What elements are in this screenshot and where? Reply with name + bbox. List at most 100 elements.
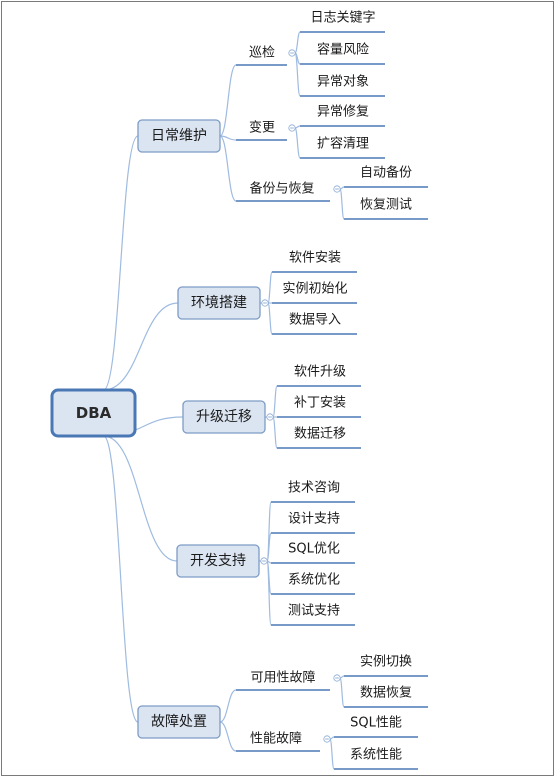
leaf-node[interactable]: 软件安装 [289, 251, 341, 266]
connector-line [339, 186, 345, 190]
leaf-label: 日志关键字 [310, 11, 375, 26]
connector-line [294, 31, 301, 54]
sub-branch-node[interactable]: 变更 [249, 120, 275, 136]
leaf-label: 数据恢复 [360, 686, 412, 701]
leaf-node[interactable]: 异常对象 [317, 75, 369, 90]
sub-branch-label: 备份与恢复 [249, 181, 314, 197]
leaf-label: 技术咨询 [288, 481, 340, 496]
root-node[interactable]: DBA [50, 388, 137, 438]
collapse-toggle[interactable] [333, 674, 341, 682]
leaf-node[interactable]: 补丁安装 [294, 396, 346, 411]
connector-line [267, 271, 273, 304]
collapse-toggle[interactable] [260, 557, 268, 565]
connector-line [294, 125, 301, 129]
sub-branch-node[interactable]: 可用性故障 [250, 671, 315, 686]
sub-branch-label: 性能故障 [250, 732, 302, 747]
branch-node[interactable]: 环境搭建 [177, 286, 261, 320]
connector-line [219, 721, 237, 752]
leaf-label: 软件升级 [294, 365, 346, 380]
branch-label: 开发支持 [190, 553, 246, 569]
branch-label: 日常维护 [151, 128, 207, 144]
sub-branch-label: 变更 [249, 120, 275, 136]
connector-line [103, 435, 178, 562]
leaf-node[interactable]: 自动备份 [360, 165, 412, 181]
leaf-label: 系统性能 [350, 748, 402, 763]
sub-branch-node[interactable]: 巡检 [249, 46, 275, 61]
leaf-node[interactable]: 软件升级 [294, 365, 346, 380]
connector-line [266, 560, 272, 626]
collapse-toggle[interactable] [323, 735, 331, 743]
leaf-node[interactable]: 数据迁移 [294, 427, 346, 442]
branch-node[interactable]: 开发支持 [176, 544, 260, 578]
leaf-label: 实例切换 [360, 655, 412, 670]
connector-line [219, 64, 237, 137]
connector-line [339, 677, 345, 708]
leaf-node[interactable]: 实例初始化 [282, 282, 347, 297]
collapse-toggle[interactable] [266, 413, 274, 421]
leaf-label: 测试支持 [288, 604, 340, 619]
leaf-node[interactable]: 数据导入 [289, 313, 341, 328]
sub-branch-node[interactable]: 性能故障 [250, 732, 302, 747]
leaf-node[interactable]: SQL性能 [350, 716, 402, 731]
leaf-label: 异常对象 [317, 75, 369, 90]
leaf-node[interactable]: 扩容清理 [317, 136, 369, 152]
branch-label: 环境搭建 [191, 295, 247, 311]
branch-node[interactable]: 故障处置 [137, 705, 221, 739]
collapse-toggle[interactable] [261, 299, 269, 307]
leaf-label: SQL优化 [288, 542, 340, 557]
sub-branch-label: 巡检 [249, 46, 275, 61]
branch-label: 故障处置 [151, 714, 207, 730]
leaf-label: 设计支持 [288, 512, 340, 527]
leaf-node[interactable]: 系统性能 [350, 748, 402, 763]
leaf-label: 实例初始化 [282, 282, 347, 297]
root-label: DBA [76, 404, 112, 422]
leaf-label: 系统优化 [288, 573, 340, 588]
connector-line [339, 675, 345, 679]
leaf-label: 软件安装 [289, 251, 341, 266]
leaf-node[interactable]: 测试支持 [288, 604, 340, 619]
collapse-toggle[interactable] [333, 185, 341, 193]
connector-line [294, 127, 301, 159]
connector-line [267, 302, 273, 335]
leaf-node[interactable]: 容量风险 [317, 42, 369, 58]
leaf-label: 数据导入 [289, 313, 341, 328]
leaf-label: 恢复测试 [360, 198, 412, 213]
branch-node[interactable]: 日常维护 [137, 119, 221, 153]
connector-line [339, 188, 345, 220]
connector-line [103, 302, 179, 391]
leaf-label: 自动备份 [360, 165, 412, 181]
leaf-node[interactable]: 技术咨询 [288, 481, 340, 496]
leaf-node[interactable]: 日志关键字 [310, 11, 375, 26]
connector-line [272, 416, 278, 449]
sub-branch-label: 可用性故障 [250, 671, 315, 686]
leaf-label: 容量风险 [317, 42, 369, 58]
leaf-label: 补丁安装 [294, 396, 346, 411]
leaf-label: 数据迁移 [294, 427, 346, 442]
leaf-node[interactable]: 系统优化 [288, 573, 340, 588]
branch-node[interactable]: 升级迁移 [182, 400, 266, 434]
leaf-node[interactable]: 设计支持 [288, 512, 340, 527]
connector-line [329, 736, 335, 740]
connector-line [329, 738, 335, 770]
collapse-toggle[interactable] [288, 49, 296, 57]
connector-line [219, 135, 237, 141]
leaf-node[interactable]: 数据恢复 [360, 686, 412, 701]
leaf-node[interactable]: SQL优化 [288, 542, 340, 557]
connector-line [102, 435, 139, 723]
leaf-node[interactable]: 恢复测试 [360, 198, 412, 213]
connector-line [102, 135, 139, 391]
leaf-label: SQL性能 [350, 716, 402, 731]
leaf-node[interactable]: 异常修复 [317, 105, 369, 120]
sub-branch-node[interactable]: 备份与恢复 [249, 181, 314, 197]
connector-line [294, 52, 301, 97]
branch-label: 升级迁移 [196, 409, 252, 425]
leaf-label: 异常修复 [317, 105, 369, 120]
leaf-label: 扩容清理 [317, 136, 369, 152]
leaf-node[interactable]: 实例切换 [360, 655, 412, 670]
collapse-toggle[interactable] [288, 124, 296, 132]
connector-line [219, 689, 237, 723]
connector-line [219, 135, 237, 202]
